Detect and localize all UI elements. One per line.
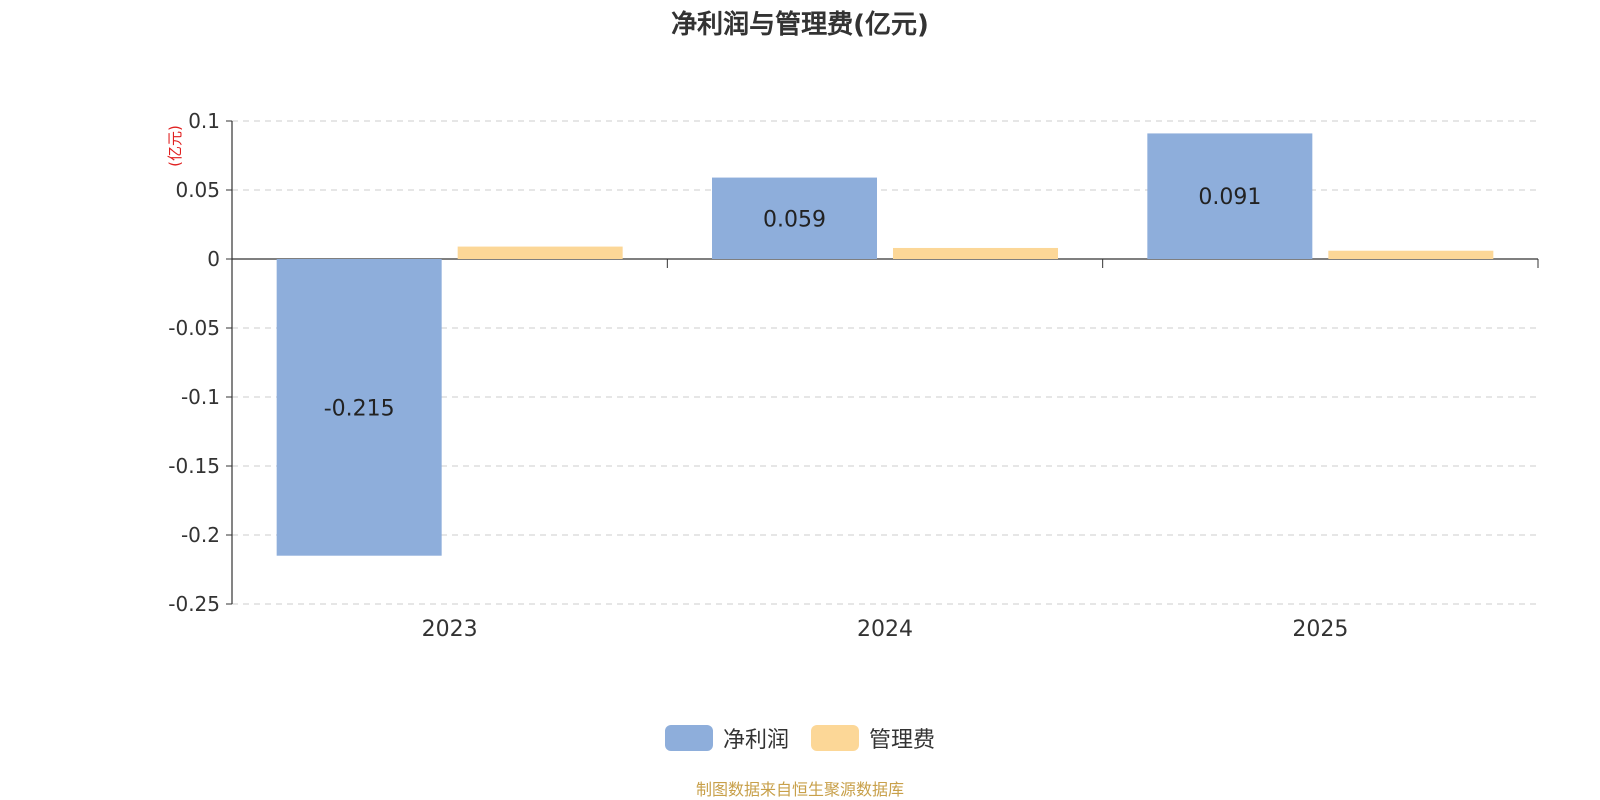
legend-label-net-profit: 净利润 [722,728,789,753]
x-tick-label: 2024 [857,617,913,642]
bar-net-profit [276,259,442,556]
x-tick-label: 2023 [422,617,478,642]
data-label: 0.091 [1198,185,1261,210]
bar-net-profit [712,177,877,259]
y-tick-label: -0.15 [168,454,220,478]
bar-management-fee [893,247,1058,259]
y-axis-unit-label: (亿元) [166,125,184,167]
y-tick-label: -0.1 [181,385,220,409]
legend: 净利润 管理费 [0,722,1600,754]
legend-item-net-profit[interactable]: 净利润 [664,722,789,754]
y-tick-label: -0.05 [168,316,220,340]
y-tick-label: -0.25 [168,592,220,616]
y-tick-label: 0.1 [188,109,220,133]
chart-title: 净利润与管理费(亿元) [671,10,929,40]
y-tick-label: -0.2 [181,523,220,547]
bar-management-fee [1328,250,1494,259]
y-tick-label: 0.05 [175,178,220,202]
legend-item-management-fee[interactable]: 管理费 [811,722,935,754]
x-tick-label: 2025 [1292,617,1348,642]
legend-swatch-management-fee [811,725,859,751]
bar-net-profit [1147,133,1313,259]
data-label: 0.059 [763,207,826,232]
legend-swatch-net-profit [664,725,713,751]
bar-management-fee [457,246,623,259]
data-label: -0.215 [324,396,395,421]
data-source-note: 制图数据来自恒生聚源数据库 [695,780,904,799]
legend-label-management-fee: 管理费 [869,728,936,753]
y-tick-label: 0 [207,247,220,271]
